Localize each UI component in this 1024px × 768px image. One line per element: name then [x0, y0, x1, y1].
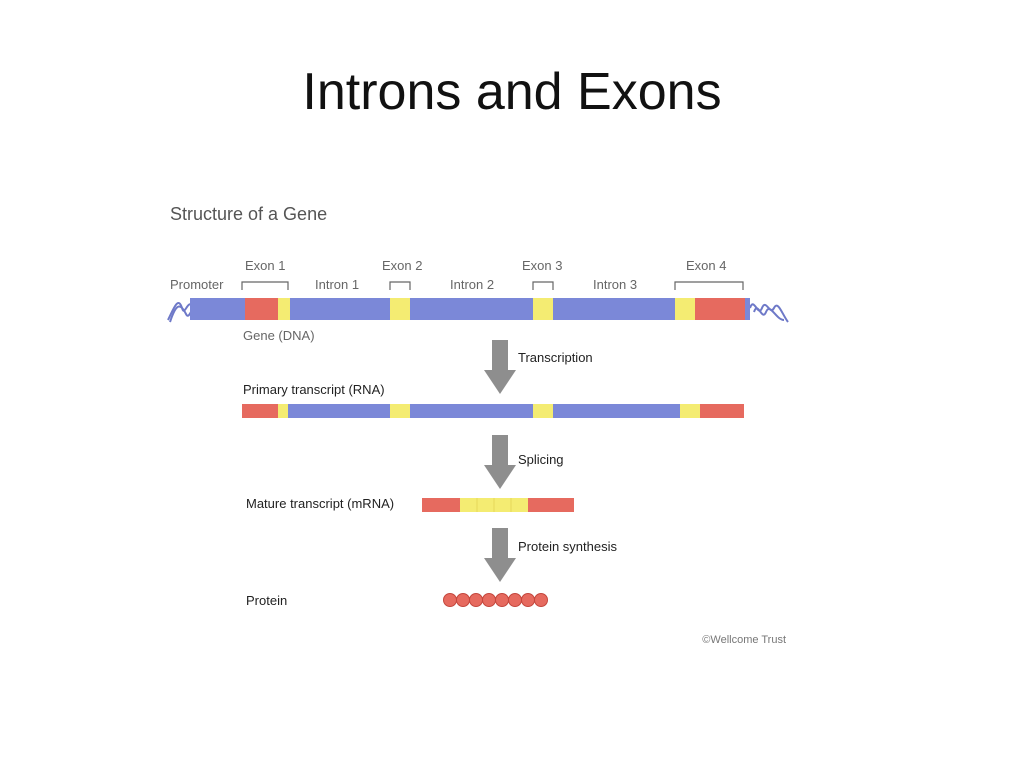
label-primary-transcript: Primary transcript (RNA): [243, 382, 385, 397]
dna-helix-right: [749, 303, 789, 323]
bracket-exon1: [241, 281, 289, 290]
label-protein: Protein: [246, 593, 287, 608]
label-intron3: Intron 3: [593, 277, 637, 292]
gene-structure-diagram: Structure of a Gene Exon 1 Exon 2 Exon 3…: [167, 204, 789, 646]
label-mature-transcript: Mature transcript (mRNA): [246, 496, 394, 511]
arrow-protein-synthesis: [484, 528, 516, 582]
dna-intron-segment: [190, 298, 750, 320]
exon-brackets: [241, 281, 744, 290]
bracket-exon3: [532, 281, 554, 290]
label-intron1: Intron 1: [315, 277, 359, 292]
dna-exon2-yellow: [390, 298, 410, 320]
dna-exon1-red: [245, 298, 278, 320]
mature-transcript-bar: [422, 498, 574, 512]
label-gene-dna: Gene (DNA): [243, 328, 315, 343]
credit-text: ©Wellcome Trust: [702, 634, 786, 646]
gene-dna-bar: [190, 298, 750, 320]
label-exon1: Exon 1: [245, 258, 285, 273]
step-transcription: Transcription: [518, 350, 593, 365]
slide-title: Introns and Exons: [302, 63, 722, 121]
bracket-exon2: [389, 281, 411, 290]
dna-exon4-red: [695, 298, 745, 320]
bracket-exon4: [674, 281, 744, 290]
label-exon4: Exon 4: [686, 258, 726, 273]
step-splicing: Splicing: [518, 452, 564, 467]
label-intron2: Intron 2: [450, 277, 494, 292]
dna-exon1-yellow: [278, 298, 290, 320]
protein-beads: [443, 593, 548, 607]
diagram-heading: Structure of a Gene: [170, 204, 327, 224]
label-exon2: Exon 2: [382, 258, 422, 273]
label-promoter: Promoter: [170, 277, 224, 292]
primary-transcript-bar: [242, 404, 744, 418]
dna-exon4-yellow: [675, 298, 695, 320]
label-exon3: Exon 3: [522, 258, 562, 273]
arrow-transcription: [484, 340, 516, 394]
dna-exon3-yellow: [533, 298, 553, 320]
arrow-splicing: [484, 435, 516, 489]
step-protein-synthesis: Protein synthesis: [518, 539, 617, 554]
